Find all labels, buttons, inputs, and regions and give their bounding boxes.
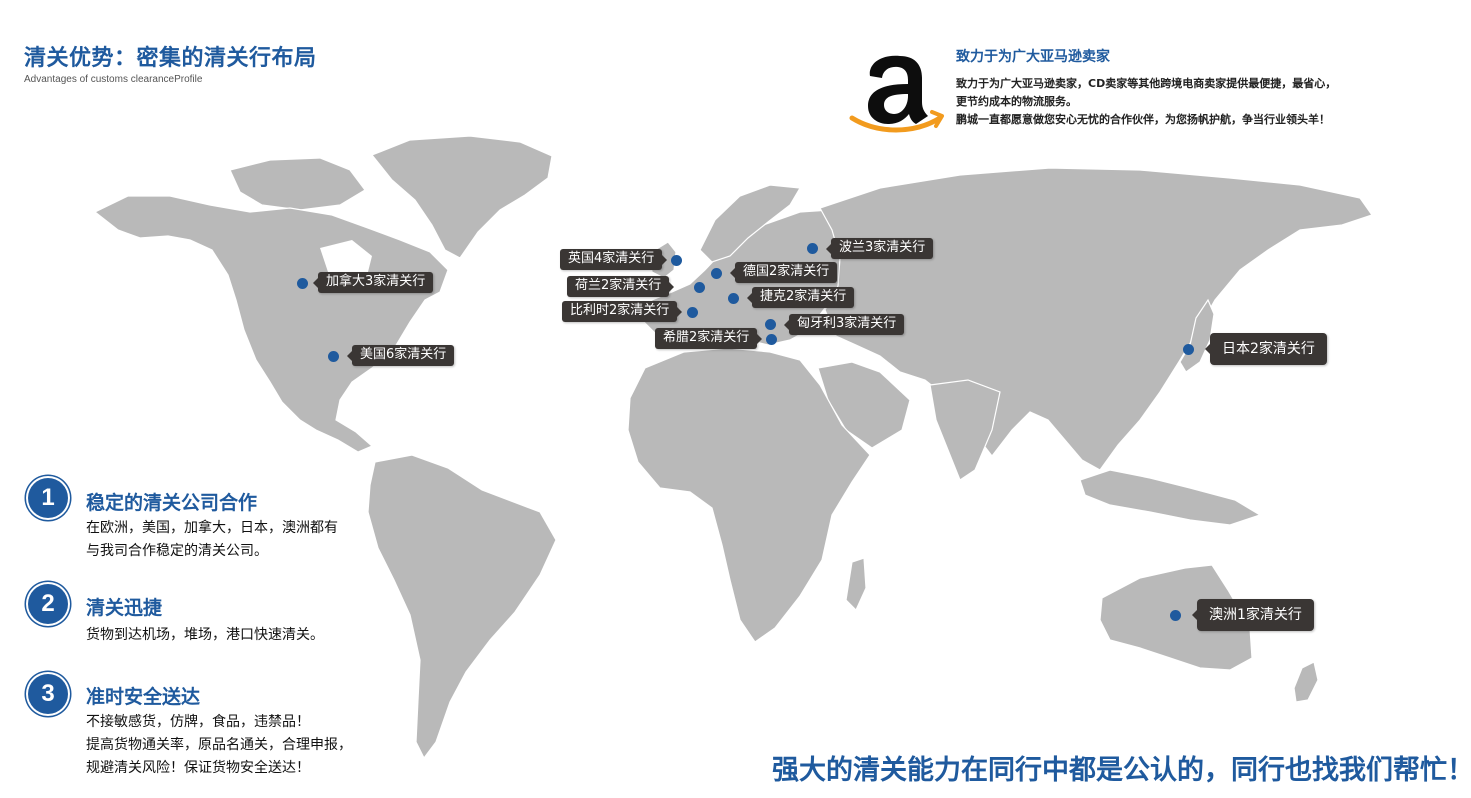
feature-line: 不接敏感货，仿牌，食品，违禁品！ bbox=[86, 714, 310, 730]
feature-line: 与我司合作稳定的清关公司。 bbox=[86, 543, 268, 559]
south-america-landmass bbox=[367, 454, 557, 760]
feature-line: 在欧洲，美国，加拿大，日本，澳洲都有 bbox=[86, 520, 338, 536]
feature-line: 货物到达机场，堆场，港口快速清关。 bbox=[86, 627, 324, 643]
india-landmass bbox=[929, 379, 1001, 481]
label-belgium: 比利时2家清关行 bbox=[562, 301, 683, 322]
slogan-text: 强大的清关能力在同行中都是公认的，同行也找我们帮忙！ bbox=[772, 755, 1471, 786]
label-usa: 美国6家清关行 bbox=[346, 345, 455, 366]
marker-uk[interactable] bbox=[670, 254, 682, 266]
label-canada: 加拿大3家清关行 bbox=[312, 272, 434, 293]
label-japan: 日本2家清关行 bbox=[1205, 333, 1327, 365]
new-zealand-landmass bbox=[1293, 661, 1319, 703]
marker-germany[interactable] bbox=[710, 267, 722, 279]
marker-australia[interactable] bbox=[1169, 609, 1181, 621]
feature-description: 不接敏感货，仿牌，食品，违禁品！ 提高货物通关率，原品名通关，合理申报， 规避清… bbox=[86, 711, 352, 780]
feature-number-badge: 3 bbox=[28, 674, 68, 714]
marker-usa[interactable] bbox=[327, 350, 339, 362]
page-subtitle: Advantages of customs clearanceProfile bbox=[24, 74, 203, 85]
marker-poland[interactable] bbox=[806, 242, 818, 254]
greenland-landmass bbox=[371, 135, 553, 259]
label-poland: 波兰3家清关行 bbox=[825, 238, 934, 259]
label-hungary: 匈牙利3家清关行 bbox=[783, 314, 905, 335]
marker-hungary[interactable] bbox=[764, 318, 776, 330]
africa-landmass bbox=[627, 347, 871, 643]
feature-title: 准时安全送达 bbox=[86, 686, 201, 708]
feature-line: 规避清关风险！保证货物安全送达！ bbox=[86, 760, 310, 776]
amazon-description: 致力于为广大亚马逊卖家，CD卖家等其他跨境电商卖家提供最便捷，最省心， 更节约成… bbox=[956, 75, 1336, 129]
amazon-desc-line: 致力于为广大亚马逊卖家，CD卖家等其他跨境电商卖家提供最便捷，最省心， bbox=[956, 77, 1337, 90]
label-greece: 希腊2家清关行 bbox=[655, 328, 763, 349]
feature-number-badge: 2 bbox=[28, 584, 68, 624]
southeast-asia-landmass bbox=[1079, 469, 1262, 526]
amazon-desc-line: 鹏城一直都愿意做您安心无忧的合作伙伴，为您扬帆护航，争当行业领头羊！ bbox=[956, 113, 1330, 126]
amazon-logo-icon bbox=[849, 55, 944, 133]
label-australia: 澳洲1家清关行 bbox=[1192, 599, 1314, 631]
arctic-islands-landmass bbox=[229, 157, 366, 211]
madagascar-landmass bbox=[845, 557, 867, 612]
marker-netherlands[interactable] bbox=[693, 281, 705, 293]
amazon-headline: 致力于为广大亚马逊卖家 bbox=[956, 49, 1110, 65]
marker-czech[interactable] bbox=[727, 292, 739, 304]
scandinavia-landmass bbox=[699, 184, 801, 263]
feature-title: 清关迅捷 bbox=[86, 597, 163, 619]
feature-description: 在欧洲，美国，加拿大，日本，澳洲都有 与我司合作稳定的清关公司。 bbox=[86, 517, 338, 563]
feature-title: 稳定的清关公司合作 bbox=[86, 492, 258, 514]
marker-japan[interactable] bbox=[1182, 343, 1194, 355]
marker-canada[interactable] bbox=[296, 277, 308, 289]
label-germany: 德国2家清关行 bbox=[729, 262, 838, 283]
feature-description: 货物到达机场，堆场，港口快速清关。 bbox=[86, 624, 324, 647]
label-netherlands: 荷兰2家清关行 bbox=[567, 276, 675, 297]
marker-greece[interactable] bbox=[765, 333, 777, 345]
feature-line: 提高货物通关率，原品名通关，合理申报， bbox=[86, 737, 352, 753]
amazon-desc-line: 更节约成本的物流服务。 bbox=[956, 95, 1077, 108]
label-czech: 捷克2家清关行 bbox=[746, 287, 855, 308]
north-america-landmass bbox=[93, 195, 449, 453]
feature-number-badge: 1 bbox=[28, 478, 68, 518]
marker-belgium[interactable] bbox=[686, 306, 698, 318]
page-title: 清关优势：密集的清关行布局 bbox=[24, 46, 317, 71]
label-uk: 英国4家清关行 bbox=[560, 249, 668, 270]
